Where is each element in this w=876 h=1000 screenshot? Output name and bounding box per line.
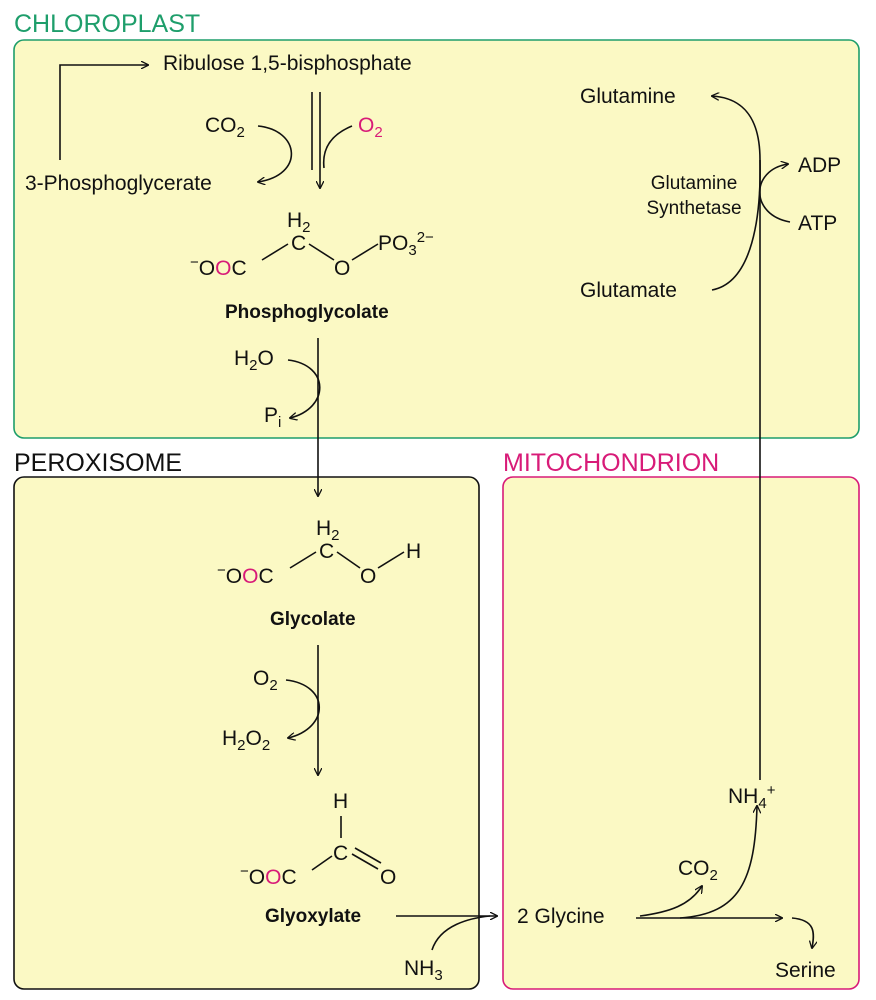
rubp-label: Ribulose 1,5-bisphosphate [163,52,412,75]
phosphoglycolate-label: Phosphoglycolate [225,302,389,323]
glycine-label: 2 Glycine [517,905,605,928]
pg-o: O [334,257,350,280]
gl-c: C [319,540,334,563]
enzyme-line1: Glutamine [651,173,738,194]
gx-bond-1 [311,855,333,871]
co2-label: CO2 [205,114,245,141]
peroxisome-title: PEROXISOME [14,449,182,477]
pg-h2: H2 [287,209,311,236]
serine-label: Serine [775,959,836,982]
mitochondrion-title: MITOCHONDRION [503,449,719,477]
pg-bond-3 [351,243,379,261]
gx-c: C [333,842,348,865]
gl-bond-3 [377,551,405,569]
o2-peroxisome-label: O2 [253,667,278,694]
co2-mito-label: CO2 [678,857,718,884]
nh3-uptake-arrow [431,915,491,951]
pg-bond-2 [308,243,335,261]
gl-o: O [360,565,376,588]
co2-release-arrow [639,886,702,917]
mitochondrion-panel [502,476,860,990]
adp-label: ADP [798,154,841,177]
o2-h2o2-arrow [285,679,321,738]
glutamate-label: Glutamate [580,279,677,302]
pga-label: 3-Phosphoglycerate [25,172,212,195]
gl-h2: H2 [316,517,340,544]
chloroplast-panel [13,39,860,439]
gx-carboxyl: −OOC [240,863,297,889]
pg-carboxyl: −OOC [190,254,247,280]
glyoxylate-label: Glyoxylate [265,906,361,927]
nh4-label: NH4+ [728,782,776,812]
gx-h: H [333,790,348,813]
chloroplast-title: CHLOROPLAST [14,10,200,38]
gx-double-bond-a [351,853,379,870]
pg-po3: PO32− [378,229,434,259]
serine-hook-arrow [791,917,813,948]
nh3-label: NH3 [404,957,443,984]
gl-carboxyl: −OOC [217,562,274,588]
atp-label: ATP [798,212,837,235]
co2-uptake-arrow [258,125,293,182]
gl-bond-2 [336,551,361,569]
enzyme-line2: Synthetase [646,198,741,219]
gl-bond-1 [289,551,317,569]
o2-label: O2 [358,114,383,141]
h2o-pi-arrow [287,359,321,418]
h2o-label: H2O [234,347,274,374]
pi-label: Pi [264,404,281,431]
glycolate-label: Glycolate [270,609,356,630]
nh4-release-arrow [679,806,757,919]
gx-o: O [380,866,396,889]
o2-uptake-arrow [322,125,353,169]
gl-h: H [406,540,421,563]
pg-c: C [291,232,306,255]
pg-bond-1 [261,243,289,261]
glutamine-label: Glutamine [580,85,676,108]
calvin-return-arrow [59,65,148,160]
gx-double-bond-b [354,847,382,864]
h2o2-label: H2O2 [222,727,270,754]
